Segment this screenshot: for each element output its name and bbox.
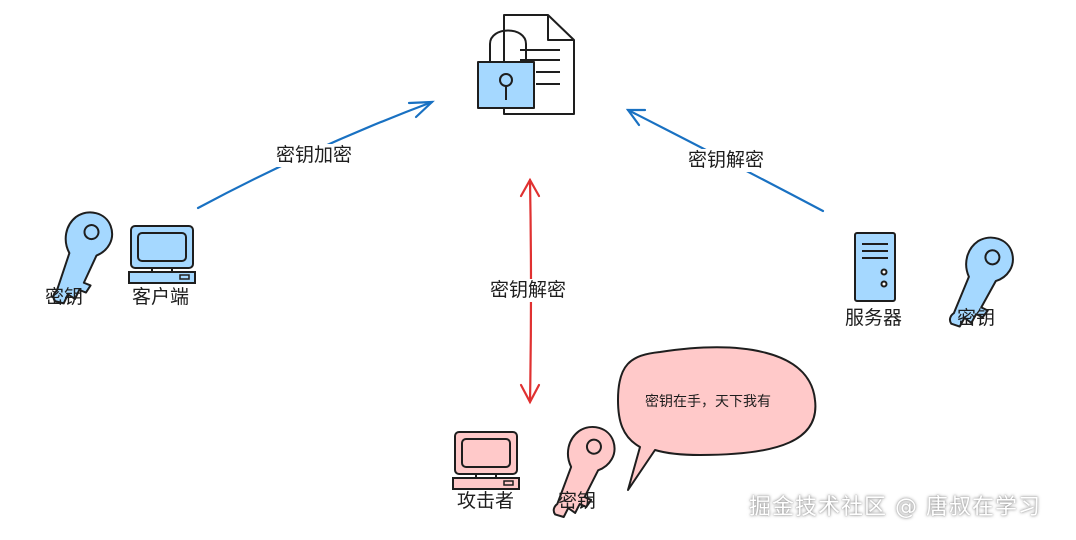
client-key-label: 密钥 <box>45 286 84 308</box>
locked-document-icon <box>477 14 575 115</box>
speech-bubble <box>617 346 817 491</box>
attacker-label: 攻击者 <box>457 490 515 512</box>
client-computer-icon <box>128 225 196 284</box>
server-icon <box>854 232 896 302</box>
attacker-key-label: 密钥 <box>558 490 597 512</box>
speech-text: 密钥在手，天下我有 <box>645 394 771 410</box>
watermark: 掘金技术社区 @ 唐叔在学习 <box>749 495 1041 520</box>
server-label: 服务器 <box>845 307 903 329</box>
encrypt-label: 密钥加密 <box>272 144 357 167</box>
client-label: 客户端 <box>132 286 190 308</box>
attacker-computer-icon <box>452 431 520 490</box>
decrypt-attacker-label: 密钥解密 <box>486 279 571 302</box>
decrypt-server-label: 密钥解密 <box>684 149 769 172</box>
server-key-label: 密钥 <box>957 307 996 329</box>
